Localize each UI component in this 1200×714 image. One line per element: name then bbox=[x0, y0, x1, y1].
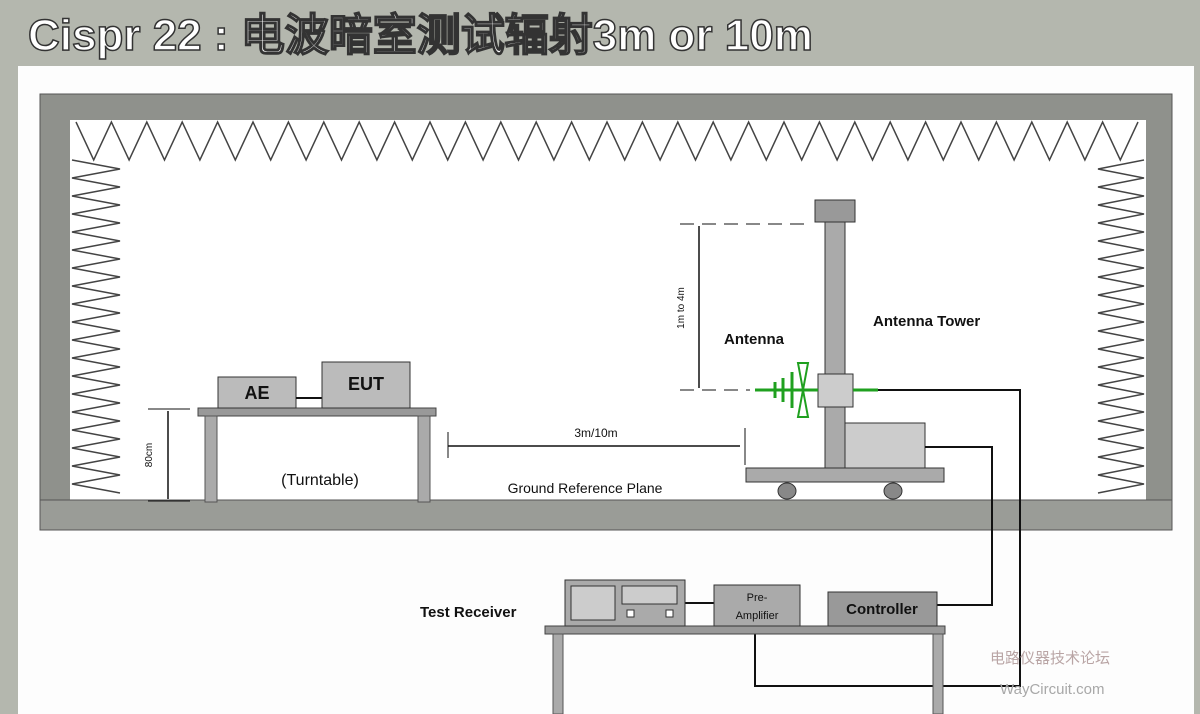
watermark-line2: WayCircuit.com bbox=[1000, 681, 1104, 698]
controller-box bbox=[827, 591, 938, 627]
pre-amplifier-label-1: Pre- bbox=[747, 592, 768, 604]
ae-box bbox=[217, 376, 297, 409]
title: Cispr 22 : 电波暗室测试辐射3m or 10m bbox=[28, 10, 813, 60]
antenna-tower-label: Antenna Tower bbox=[873, 313, 980, 330]
table-height-label: 80cm bbox=[144, 443, 155, 467]
test-receiver bbox=[564, 579, 686, 627]
absorbers bbox=[71, 120, 1145, 494]
height-dimension bbox=[148, 408, 190, 502]
ground-floor bbox=[39, 499, 1173, 531]
eut-box bbox=[321, 361, 411, 409]
antenna-height-dimension bbox=[680, 223, 805, 391]
test-receiver-label: Test Receiver bbox=[420, 604, 517, 621]
controller-label: Controller bbox=[846, 601, 918, 618]
cables bbox=[685, 389, 1021, 687]
pre-amplifier-label-2: Amplifier bbox=[736, 610, 779, 622]
eut-label: EUT bbox=[348, 374, 384, 394]
top-absorber bbox=[75, 120, 1139, 162]
antenna bbox=[755, 362, 878, 418]
distance-label: 3m/10m bbox=[574, 426, 617, 440]
chamber-interior bbox=[70, 120, 1146, 500]
left-absorber bbox=[71, 159, 121, 494]
antenna-label: Antenna bbox=[724, 331, 785, 348]
turntable bbox=[197, 407, 437, 503]
watermark-line1: 电路仪器技术论坛 bbox=[990, 650, 1110, 667]
right-absorber bbox=[1097, 159, 1145, 494]
antenna-height-label: 1m to 4m bbox=[676, 287, 687, 329]
ae-label: AE bbox=[244, 383, 269, 403]
ground-plane-label: Ground Reference Plane bbox=[508, 480, 663, 496]
turntable-label: (Turntable) bbox=[281, 472, 359, 489]
pre-amplifier-box bbox=[713, 584, 801, 627]
antenna-tower bbox=[745, 199, 945, 500]
